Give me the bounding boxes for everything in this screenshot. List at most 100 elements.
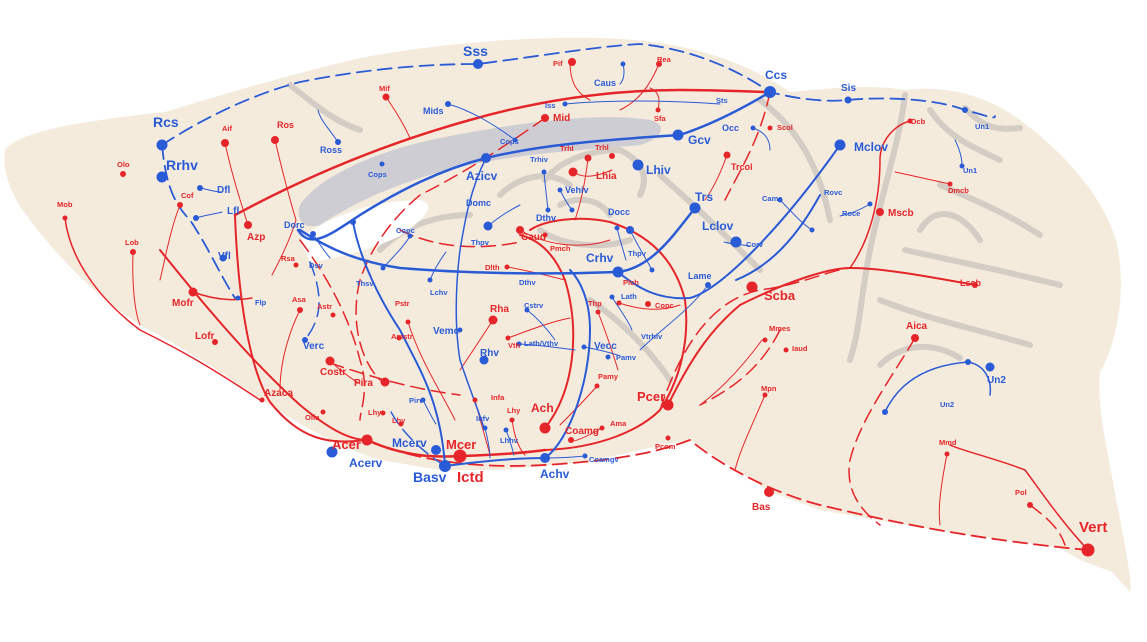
label-un2a: Un2 xyxy=(987,375,1006,386)
label-aif: Aif xyxy=(222,124,233,133)
label-domc: Domc xyxy=(466,198,491,208)
label-sfa: Sfa xyxy=(654,114,667,123)
label-scol: Scol xyxy=(777,123,793,132)
label-un1a: Un1 xyxy=(975,122,989,131)
label-trcol: Trcol xyxy=(731,162,753,172)
label-azp: Azp xyxy=(247,232,265,243)
label-pmch: Pmch xyxy=(550,244,571,253)
label-flp: Flp xyxy=(255,298,267,307)
label-olo: Olo xyxy=(117,160,130,169)
label-achv: Achv xyxy=(540,467,570,481)
label-trs: Trs xyxy=(695,190,713,204)
label-dsv: Dsv xyxy=(309,261,324,270)
label-vehiv: Vehiv xyxy=(565,185,589,195)
label-iss: Iss xyxy=(545,101,555,110)
label-rcs: Rcs xyxy=(153,114,179,130)
label-dfl: Dfl xyxy=(217,185,231,196)
label-pamv: Pamv xyxy=(616,353,637,362)
artery-labels: Pif Rea Sfa Mif Mid Aif Ros Scol Dcb Dmc… xyxy=(57,55,1107,536)
label-corv: Corv xyxy=(746,240,764,249)
label-amstr: Amstr xyxy=(391,332,413,341)
label-azicv: Azicv xyxy=(466,169,498,183)
label-pamy: Pamy xyxy=(598,372,619,381)
label-caus: Caus xyxy=(594,78,616,88)
label-dmcb: Dmcb xyxy=(948,186,969,195)
label-mcer: Mcer xyxy=(446,437,476,452)
label-lhia: Lhia xyxy=(596,171,617,182)
label-lhy3: Lhy xyxy=(507,406,521,415)
label-ross: Ross xyxy=(320,145,342,155)
label-un1b: Un1 xyxy=(963,166,977,175)
label-dthv1: Dthv xyxy=(536,213,556,223)
label-costr: Costr xyxy=(320,367,346,378)
label-lob: Lob xyxy=(125,238,139,247)
label-rovc: Rovc xyxy=(824,188,842,197)
label-dlth: Dlth xyxy=(485,263,500,272)
label-asa: Asa xyxy=(292,295,307,304)
label-lfl: Lfl xyxy=(227,206,239,217)
label-mofr: Mofr xyxy=(172,298,194,309)
label-docc: Docc xyxy=(608,207,630,217)
label-astr: Astr xyxy=(317,302,332,311)
label-mmes: Mmes xyxy=(769,324,790,333)
label-lhiv: Lhiv xyxy=(646,163,671,177)
label-vert: Vert xyxy=(1079,519,1107,536)
label-pstr: Pstr xyxy=(395,299,410,308)
label-dthv2: Dthv xyxy=(519,278,536,287)
label-lhy1: Lhy xyxy=(368,408,382,417)
label-caud: Caud xyxy=(521,232,546,243)
label-vth: Vth xyxy=(508,341,521,350)
label-lscb: Lscb xyxy=(960,278,982,288)
label-basv: Basv xyxy=(413,469,447,485)
label-iaud: Iaud xyxy=(792,344,808,353)
label-thsv: Thsv xyxy=(356,279,374,288)
label-vemc: Vemc xyxy=(433,326,460,337)
label-acerv: Acerv xyxy=(349,456,383,470)
label-sss: Sss xyxy=(463,43,488,59)
brain-outline xyxy=(4,37,1131,592)
label-mif: Mif xyxy=(379,84,390,93)
label-pcom: Pcom xyxy=(655,442,676,451)
label-mscb: Mscb xyxy=(888,208,914,219)
label-rha: Rha xyxy=(490,304,509,315)
label-pira: Pira xyxy=(354,378,373,389)
label-bas: Bas xyxy=(752,502,771,513)
label-roce: Roce xyxy=(842,209,860,218)
label-cstrv: Cstrv xyxy=(524,301,544,310)
label-came: Came xyxy=(762,194,782,203)
label-coamgv: Coamgv xyxy=(589,455,619,464)
label-mids: Mids xyxy=(423,106,444,116)
label-crhv: Crhv xyxy=(586,251,614,265)
label-mclov: Mclov xyxy=(854,140,888,154)
label-aica: Aica xyxy=(906,321,928,332)
label-pif: Pif xyxy=(553,59,563,68)
label-thpv1: Thpv xyxy=(471,238,490,247)
label-rea: Rea xyxy=(657,55,672,64)
label-verc: Verc xyxy=(303,341,325,352)
label-infa: Infa xyxy=(491,393,505,402)
label-mmd: Mmd xyxy=(939,438,957,447)
label-vtrhiv: Vtrhiv xyxy=(641,332,663,341)
label-lame: Lame xyxy=(688,271,712,281)
white-gap xyxy=(300,200,429,262)
label-infv: Infv xyxy=(476,414,490,423)
label-pcer: Pcer xyxy=(637,389,665,404)
label-rsa: Rsa xyxy=(281,254,296,263)
label-sts: Sts xyxy=(716,96,728,105)
label-rhv: Rhv xyxy=(480,348,499,359)
label-copc: Copc xyxy=(396,226,415,235)
label-thp: Thp xyxy=(588,299,602,308)
label-azaca: Azaca xyxy=(264,388,293,399)
label-copc-a: Copc xyxy=(655,301,674,310)
label-lclov: Lclov xyxy=(702,219,734,233)
label-olfa: Olfa xyxy=(305,413,320,422)
tissue-folds xyxy=(287,82,1063,383)
label-vfl: Vfl xyxy=(218,251,231,262)
label-acer: Acer xyxy=(332,437,361,452)
label-pirv: Pirv xyxy=(409,396,424,405)
label-pol: Pol xyxy=(1015,488,1027,497)
label-lhhv: Lhhv xyxy=(500,436,519,445)
label-ictd: Ictd xyxy=(457,469,484,486)
artery-nodes xyxy=(62,58,1095,557)
label-lchv: Lchv xyxy=(430,288,448,297)
